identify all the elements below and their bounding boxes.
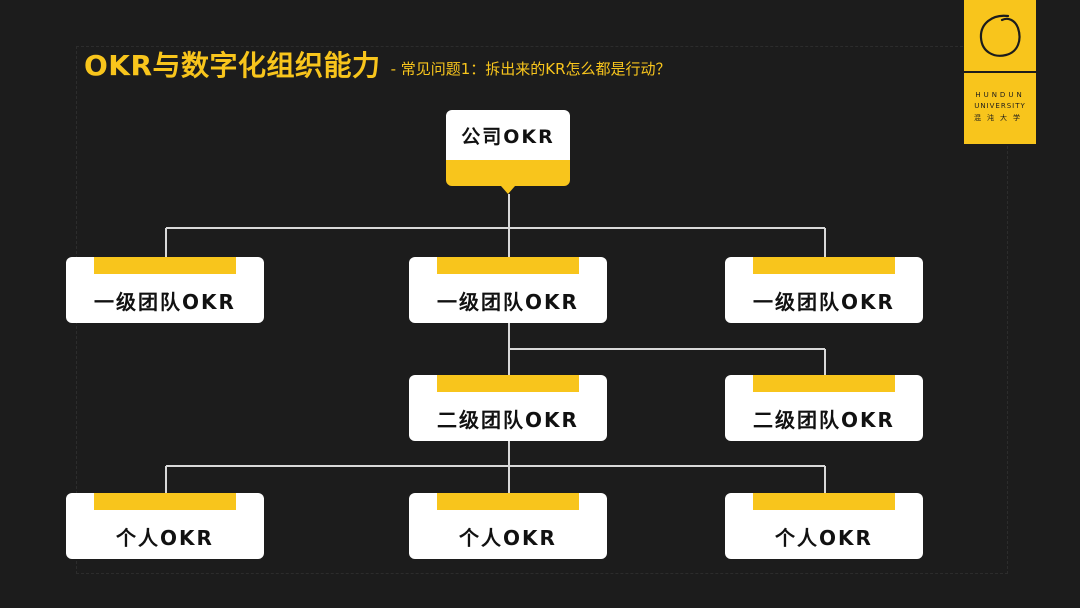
node-company-okr-accent — [446, 160, 570, 186]
node-label: 个人OKR — [116, 525, 214, 550]
node-level1-team-left: 一级团队OKR — [66, 257, 264, 323]
node-accent-bar — [437, 375, 579, 392]
node-accent-bar — [94, 257, 236, 274]
logo-text-university: UNIVERSITY — [974, 102, 1026, 110]
node-label: 个人OKR — [775, 525, 873, 550]
slide-header: OKR与数字化组织能力 - 常见问题1：拆出来的KR怎么都是行动？ — [84, 40, 671, 84]
node-accent-bar — [437, 257, 579, 274]
logo-text-chinese: 混沌大学 — [974, 114, 1026, 122]
node-level1-team-center: 一级团队OKR — [409, 257, 607, 323]
node-level3-individual-center: 个人OKR — [409, 493, 607, 559]
hundun-logo: HUNDUN UNIVERSITY 混沌大学 — [964, 0, 1036, 144]
node-label: 个人OKR — [459, 525, 557, 550]
node-company-okr: 公司OKR — [446, 110, 570, 194]
node-label: 一级团队OKR — [94, 289, 236, 314]
node-label: 一级团队OKR — [437, 289, 579, 314]
node-level1-team-right: 一级团队OKR — [725, 257, 923, 323]
node-company-okr-pointer — [501, 186, 515, 194]
node-label: 一级团队OKR — [753, 289, 895, 314]
slide-title: OKR与数字化组织能力 — [84, 49, 381, 82]
node-company-okr-body: 公司OKR — [446, 110, 570, 160]
node-level2-team-right: 二级团队OKR — [725, 375, 923, 441]
slide-subtitle: - 常见问题1：拆出来的KR怎么都是行动？ — [390, 60, 671, 78]
node-label: 二级团队OKR — [753, 407, 895, 432]
logo-text-hundun: HUNDUN — [975, 91, 1025, 99]
node-accent-bar — [753, 375, 895, 392]
node-accent-bar — [94, 493, 236, 510]
node-accent-bar — [753, 257, 895, 274]
logo-circle-icon — [979, 14, 1021, 57]
node-level2-team-center: 二级团队OKR — [409, 375, 607, 441]
node-accent-bar — [437, 493, 579, 510]
node-accent-bar — [753, 493, 895, 510]
node-label: 公司OKR — [461, 125, 555, 148]
node-level3-individual-right: 个人OKR — [725, 493, 923, 559]
logo-divider — [964, 71, 1036, 73]
node-label: 二级团队OKR — [437, 407, 579, 432]
node-level3-individual-left: 个人OKR — [66, 493, 264, 559]
